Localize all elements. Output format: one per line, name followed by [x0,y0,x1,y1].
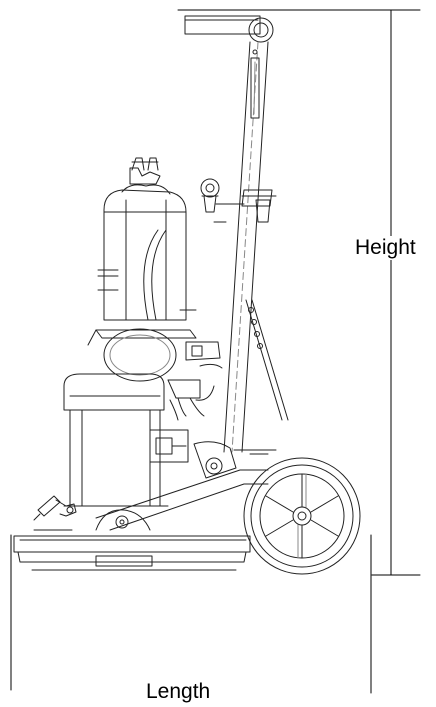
height-label: Height [354,236,417,260]
length-dimension [10,534,372,694]
regulator-gauge [200,178,271,223]
height-dimension [177,9,421,576]
valve-block [167,341,223,421]
motor-housing [63,373,189,507]
cylinder-assembly [87,157,197,382]
length-label: Length [146,680,211,704]
handle-column [184,15,289,453]
rear-wheel [243,457,361,575]
deck-base [13,509,251,571]
chassis-frame [95,441,269,531]
side-nozzle [33,495,77,521]
